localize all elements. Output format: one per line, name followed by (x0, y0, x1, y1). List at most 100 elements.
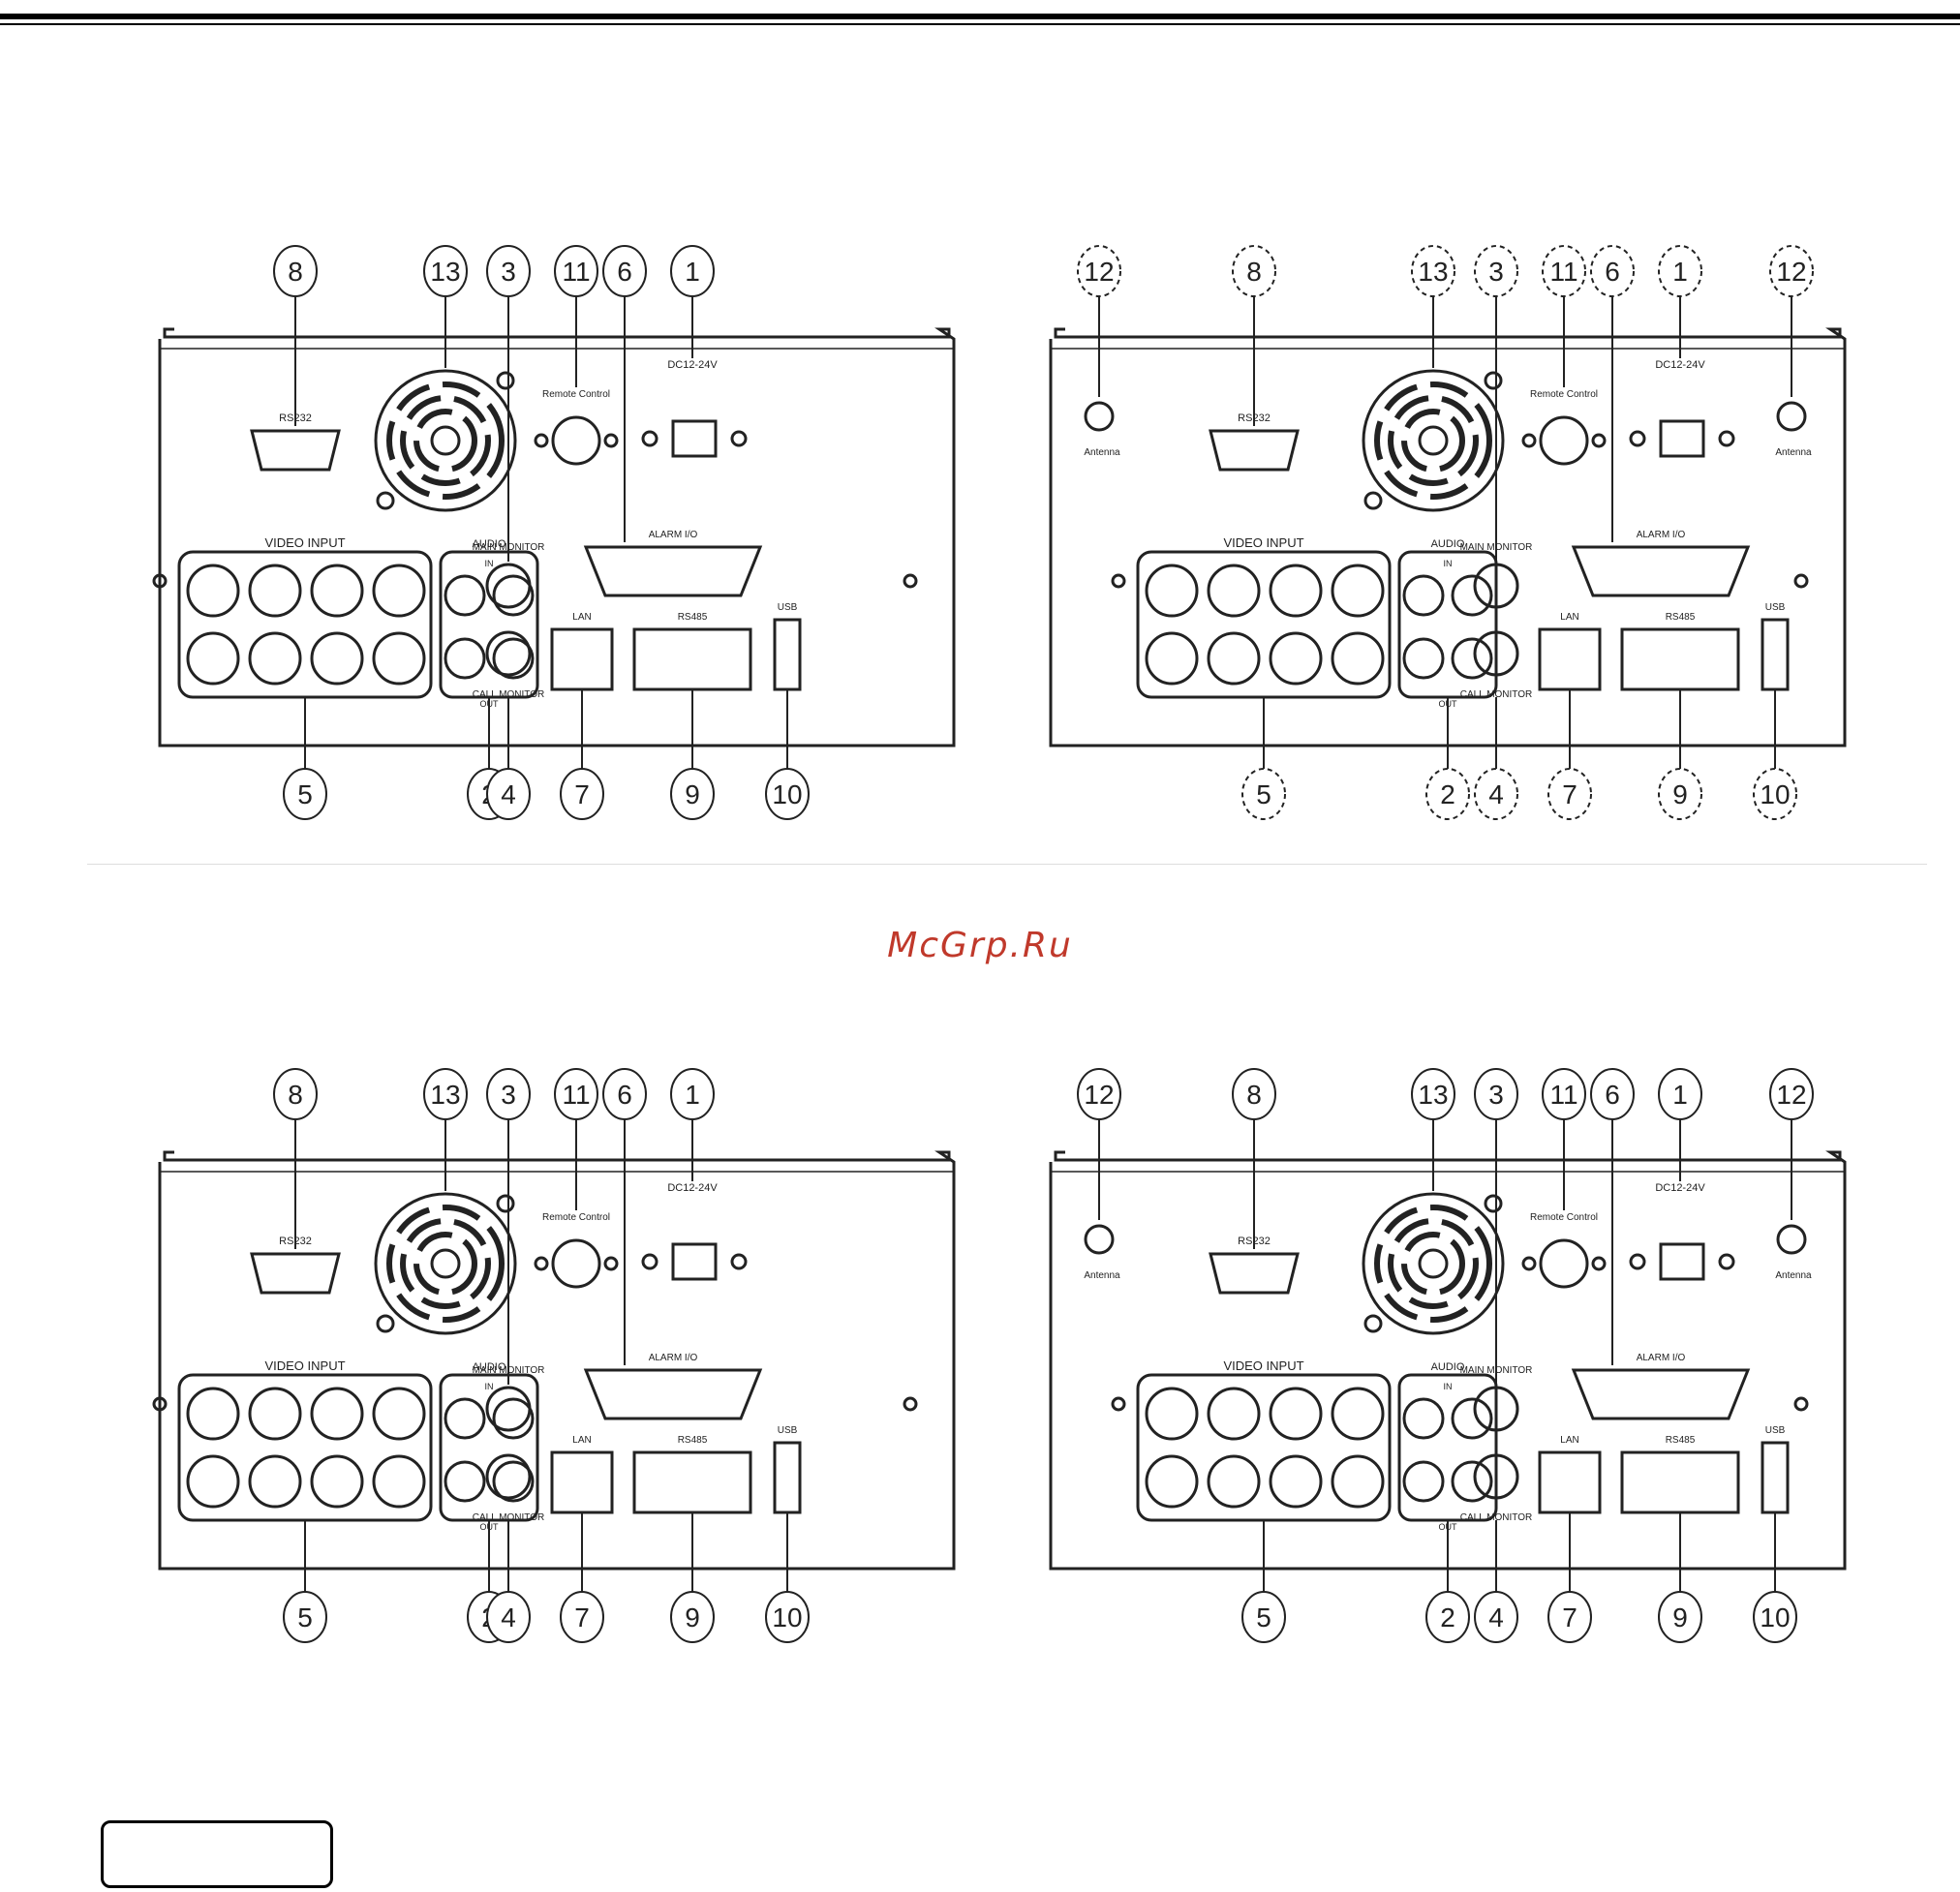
lan-label: LAN (572, 1435, 591, 1446)
callout-10-circle (1753, 768, 1797, 820)
rs232-port (250, 1252, 341, 1295)
lan-port (550, 1450, 614, 1514)
usb-label: USB (778, 602, 798, 613)
dc-power-socket (671, 1242, 718, 1281)
fan-ring-0 (1374, 381, 1492, 500)
remote-control-label: Remote Control (1530, 1212, 1598, 1223)
callout-4-number: 4 (1488, 779, 1504, 809)
dc-screw-r (1718, 430, 1735, 447)
audio-rca (1451, 1460, 1493, 1503)
callout-13-number: 13 (430, 257, 460, 287)
callout-5-circle (1241, 1591, 1286, 1643)
callout-11-number: 11 (562, 257, 590, 287)
video-input-bnc (1331, 1454, 1385, 1509)
audio-rca (1402, 1397, 1445, 1440)
callout-6-number: 6 (617, 1080, 632, 1110)
alarm-io-port (1571, 545, 1751, 597)
callout-6-number: 6 (617, 257, 632, 287)
callout-6-circle (602, 1068, 647, 1120)
audio-rca (444, 574, 486, 617)
fan-screw-tr (1484, 371, 1503, 390)
remote-screw-l (1521, 433, 1537, 448)
fan-outer (1362, 369, 1505, 512)
callout-5-number: 5 (1256, 1602, 1271, 1633)
callout-1-number: 1 (1672, 257, 1688, 287)
callout-3-number: 3 (1488, 257, 1504, 287)
callout-9-number: 9 (685, 779, 700, 809)
call-monitor-label: CALL MONITOR (1460, 1512, 1532, 1523)
callout-9-circle (1658, 1591, 1702, 1643)
callout-11-circle (554, 1068, 598, 1120)
usb-port (773, 1441, 802, 1514)
header-rule-thick (0, 14, 1960, 19)
callout-4-circle (1474, 1591, 1518, 1643)
callout-7-number: 7 (574, 1602, 590, 1633)
dc-screw-r (730, 1253, 748, 1270)
video-input-bnc (1269, 1454, 1323, 1509)
callout-3-circle (486, 245, 531, 297)
dc-screw-l (1629, 430, 1646, 447)
callout-11-number: 11 (562, 1080, 590, 1110)
callout-6-number: 6 (1605, 257, 1620, 287)
audio-rca (492, 574, 535, 617)
lan-label: LAN (1560, 1435, 1578, 1446)
audio-rca (444, 1397, 486, 1440)
callout-11-circle (1542, 1068, 1586, 1120)
fan-screw-tr (1484, 1194, 1503, 1213)
callout-13-number: 13 (430, 1080, 460, 1110)
callout-8-number: 8 (1246, 257, 1262, 287)
callout-4-number: 4 (1488, 1602, 1504, 1633)
callout-8-circle (1232, 1068, 1276, 1120)
video-input-label: VIDEO INPUT (1223, 1358, 1303, 1373)
callout-7-circle (560, 768, 604, 820)
callout-13-number: 13 (1418, 1080, 1448, 1110)
call-monitor-bnc (485, 630, 532, 677)
dc-power-label: DC12-24V (1655, 1182, 1705, 1194)
callout-3-circle (486, 1068, 531, 1120)
video-input-bnc (372, 564, 426, 618)
antenna-right (1776, 1224, 1807, 1255)
fan-hub (430, 1248, 461, 1279)
callout-5-number: 5 (1256, 779, 1271, 809)
video-input-label: VIDEO INPUT (1223, 535, 1303, 550)
callout-5-circle (283, 768, 327, 820)
video-input-bnc (248, 564, 302, 618)
alarm-io-port (583, 1368, 763, 1420)
audio-in-label: IN (1444, 1382, 1453, 1391)
callout-6-circle (1590, 245, 1635, 297)
rear-panel-diagram-top-right: 12Antenna12AntennaRS232813MAIN MONITORCA… (1036, 232, 1850, 852)
video-input-bnc (248, 631, 302, 686)
panel-screw-right (903, 573, 918, 589)
audio-rca (1402, 574, 1445, 617)
callout-10-circle (765, 768, 810, 820)
lan-label: LAN (572, 612, 591, 623)
callout-4-circle (1474, 768, 1518, 820)
remote-control-label: Remote Control (1530, 389, 1598, 400)
callout-8-circle (273, 1068, 318, 1120)
callout-9-number: 9 (685, 1602, 700, 1633)
alarm-io-label: ALARM I/O (1637, 1353, 1686, 1363)
usb-label: USB (778, 1425, 798, 1436)
callout-6-circle (1590, 1068, 1635, 1120)
video-input-bnc (1145, 564, 1199, 618)
callout-7-number: 7 (1562, 779, 1577, 809)
video-input-bnc (1269, 631, 1323, 686)
remote-control-port (1539, 1238, 1589, 1289)
lan-port (1538, 1450, 1602, 1514)
audio-rca (492, 1397, 535, 1440)
video-input-bnc (1145, 1387, 1199, 1441)
dc-power-socket (1659, 1242, 1705, 1281)
callout-7-number: 7 (1562, 1602, 1577, 1633)
remote-control-port (1539, 415, 1589, 466)
dc-screw-l (641, 1253, 658, 1270)
video-input-block (177, 550, 433, 699)
call-monitor-label: CALL MONITOR (1460, 689, 1532, 700)
callout-5-number: 5 (297, 1602, 313, 1633)
fan-screw-bl (376, 491, 395, 510)
antenna-right-label: Antenna (1775, 447, 1812, 458)
antenna-left-label: Antenna (1084, 447, 1120, 458)
antenna-left-label: Antenna (1084, 1270, 1120, 1281)
audio-rca (444, 1460, 486, 1503)
